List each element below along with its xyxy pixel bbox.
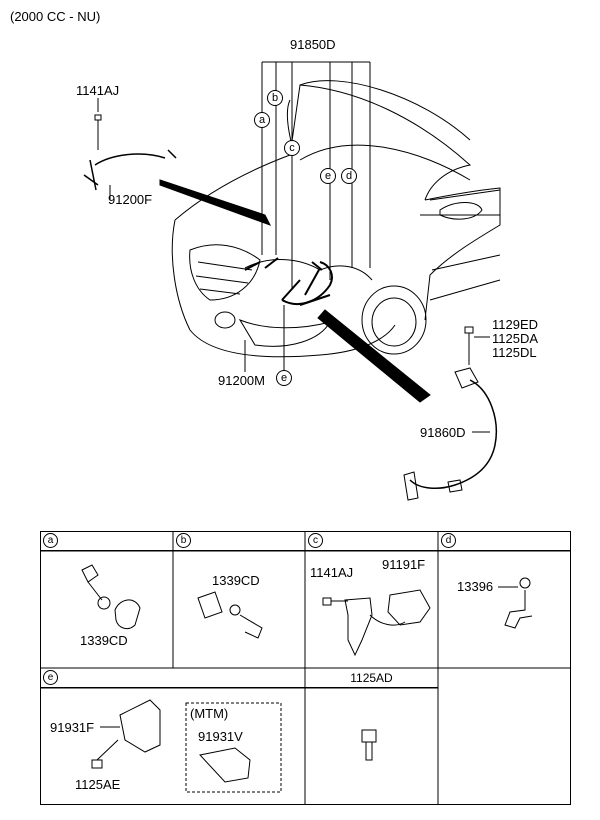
cell-b-callout: b xyxy=(176,533,191,548)
engine-note: (2000 CC - NU) xyxy=(10,9,101,24)
callout-b: b xyxy=(267,90,283,106)
terminal-91860d xyxy=(403,367,479,501)
part-d-nut xyxy=(519,577,531,589)
part-d-bracket xyxy=(504,590,533,629)
label-91200f: 91200F xyxy=(108,192,153,207)
part-a-boot xyxy=(114,599,141,630)
part-a-nut xyxy=(97,596,111,610)
cell-d-callout: d xyxy=(441,533,456,548)
label-1125dl: 1125DL xyxy=(492,345,537,360)
car-side-body xyxy=(429,254,501,301)
car-hood-line xyxy=(299,144,471,181)
cell-a-part-label: 1339CD xyxy=(80,633,128,648)
cable-91200f xyxy=(83,149,177,191)
label-91200m: 91200M xyxy=(218,373,265,388)
car-mirror xyxy=(439,202,483,220)
part-c-bolt xyxy=(322,597,348,606)
cable-91860d xyxy=(409,379,497,490)
bolt-1141aj xyxy=(94,114,102,150)
cell-e-part3-label: 91931V xyxy=(198,729,243,744)
label-1129ed: 1129ED xyxy=(492,317,539,332)
cell-1125ad-header: 1125AD xyxy=(305,668,438,688)
car-hood-outline xyxy=(174,84,472,221)
part-a-clip xyxy=(81,564,103,601)
bolt-1129ed xyxy=(464,326,474,365)
cell-c-header: c xyxy=(305,531,438,551)
car-grille-bars xyxy=(195,261,253,295)
part-e-bolt-1125ae xyxy=(91,739,119,769)
car-fog xyxy=(214,311,236,329)
callout-e-bottom: e xyxy=(276,370,292,386)
leader-stripe-right xyxy=(317,309,431,403)
car-side-window xyxy=(420,189,501,216)
car-body-right xyxy=(424,187,501,321)
car-wheel-inner xyxy=(371,297,417,347)
cell-a-callout: a xyxy=(43,533,58,548)
car-windshield xyxy=(299,80,471,141)
label-91860d: 91860D xyxy=(420,425,466,440)
car-wheel-outer xyxy=(361,285,427,355)
callout-c: c xyxy=(284,140,300,156)
part-b-clip xyxy=(239,614,263,639)
callout-a: a xyxy=(254,112,270,128)
callout-d: d xyxy=(341,168,357,184)
cell-1125ad-title: 1125AD xyxy=(350,671,393,685)
part-b-bracket xyxy=(197,591,223,619)
callout-e-top: e xyxy=(320,168,336,184)
cell-d-part-label: 13396 xyxy=(457,579,494,594)
car-headlight-right xyxy=(319,265,373,281)
label-1125da: 1125DA xyxy=(492,331,539,346)
cell-c-part1-label: 1141AJ xyxy=(310,565,354,580)
part-c-bracket xyxy=(344,597,373,657)
car-grille xyxy=(189,244,261,301)
cell-b-header: b xyxy=(173,531,305,551)
part-c-connector xyxy=(387,589,431,626)
cell-e-part2-label: 1125AE xyxy=(75,777,121,792)
cell-b-part-label: 1339CD xyxy=(212,573,260,588)
cell-a-header: a xyxy=(40,531,173,551)
cell-e-mtm-label: (MTM) xyxy=(190,706,229,721)
cell-e-callout: e xyxy=(43,670,58,685)
part-1125ad-bolt xyxy=(361,729,377,761)
part-c-wire xyxy=(369,614,406,626)
harness-wire-main xyxy=(281,261,333,305)
leader-stripe-left xyxy=(159,179,272,226)
part-b-nut xyxy=(229,604,241,616)
car-headlight-left xyxy=(244,259,321,271)
cell-d-header: d xyxy=(438,531,571,551)
label-91850d: 91850D xyxy=(290,37,336,52)
label-1141aj: 1141AJ xyxy=(76,83,120,98)
cell-e-part1-label: 91931F xyxy=(50,720,95,735)
cell-c-callout: c xyxy=(308,533,323,548)
cell-c-part2-label: 91191F xyxy=(382,557,426,572)
cell-e-header: e xyxy=(40,668,305,688)
part-e-mtm-bracket xyxy=(199,747,251,783)
harness-connectors xyxy=(244,257,331,306)
part-e-bracket-91931f xyxy=(119,699,161,753)
